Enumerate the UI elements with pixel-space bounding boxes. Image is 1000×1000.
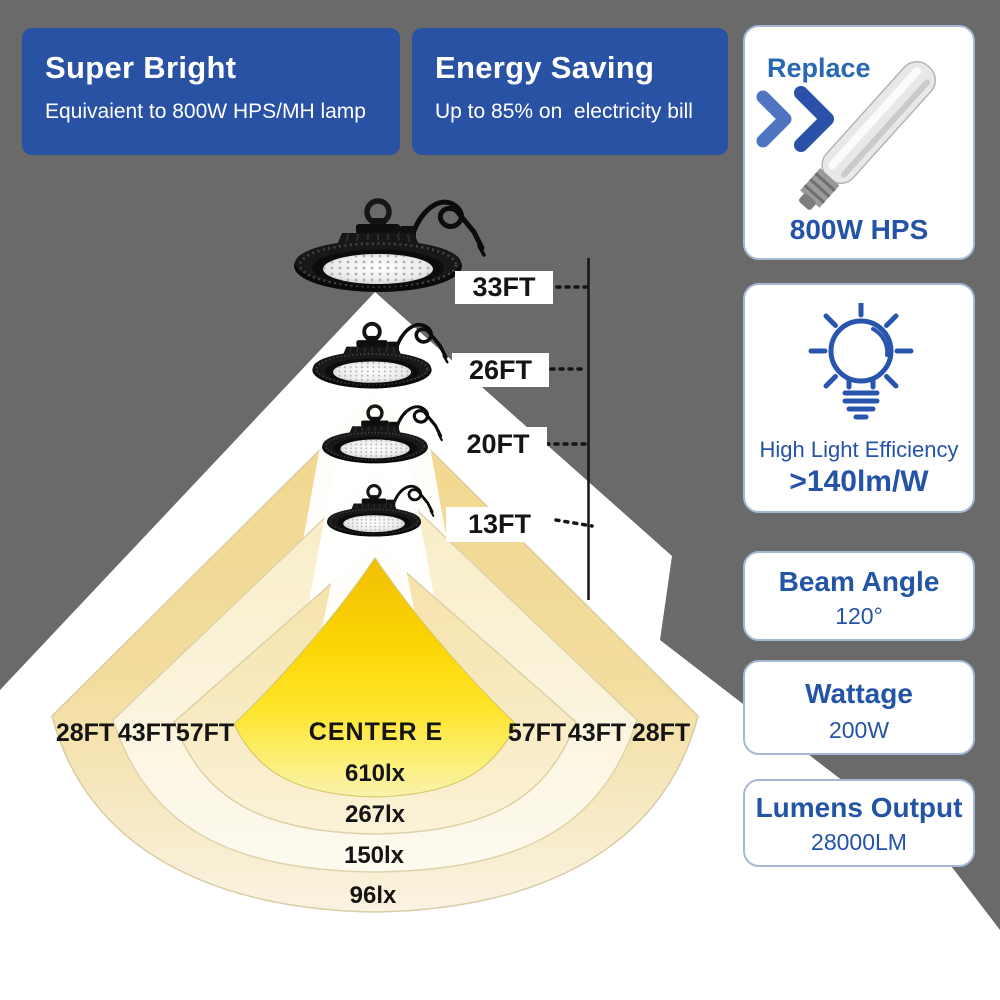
height-label-13ft: 13FT xyxy=(446,507,553,542)
banner-energy-saving: Energy Saving Up to 85% on electricity b… xyxy=(412,28,728,155)
banner-subtitle: Equivaient to 800W HPS/MH lamp xyxy=(45,100,366,123)
double-chevron-icon xyxy=(756,86,834,152)
lux-label-150: 150lx xyxy=(343,842,405,869)
center-label: CENTER E xyxy=(308,718,444,746)
coverage-label-left-28ft: 28FT xyxy=(55,719,115,747)
beam-angle-title: Beam Angle xyxy=(778,566,940,597)
card-wattage: Wattage 200W xyxy=(743,660,975,755)
banner-subtitle: Up to 85% on electricity bill xyxy=(435,100,693,123)
coverage-label-right-57ft: 57FT xyxy=(507,719,567,747)
coverage-label-right-43ft: 43FT xyxy=(567,719,627,747)
efficiency-title: High Light Efficiency xyxy=(759,437,959,462)
lumens-title: Lumens Output xyxy=(755,792,963,823)
efficiency-value: >140lm/W xyxy=(789,465,929,498)
card-lumens-output: Lumens Output 28000LM xyxy=(743,779,975,867)
replaced-product-label: 800W HPS xyxy=(789,214,929,245)
light-bulb-icon xyxy=(808,303,914,420)
coverage-label-right-28ft: 28FT xyxy=(631,719,691,747)
replace-label: Replace xyxy=(767,53,871,83)
lux-label-96: 96lx xyxy=(349,882,397,909)
beam-core-center xyxy=(233,556,517,798)
lux-label-267: 267lx xyxy=(344,801,406,828)
height-label-20ft: 20FT xyxy=(449,427,547,461)
banner-title: Super Bright xyxy=(45,50,237,85)
card-replace: Replace 800W HPS xyxy=(743,25,975,260)
beam-cones xyxy=(51,380,699,913)
wattage-title: Wattage xyxy=(805,678,913,709)
coverage-label-left-43ft: 43FT xyxy=(117,719,177,747)
banner-super-bright: Super Bright Equivaient to 800W HPS/MH l… xyxy=(22,28,400,155)
lux-label-610: 610lx xyxy=(344,760,406,787)
wattage-value: 200W xyxy=(828,717,890,743)
card-high-light-efficiency: High Light Efficiency >140lm/W xyxy=(743,283,975,513)
banner-title: Energy Saving xyxy=(435,50,655,85)
hps-bulb-image xyxy=(799,61,936,210)
card-beam-angle: Beam Angle 120° xyxy=(743,551,975,641)
coverage-label-left-57ft: 57FT xyxy=(175,719,235,747)
height-label-33ft: 33FT xyxy=(455,271,553,304)
replace-card-graphic xyxy=(756,61,936,210)
height-label-26ft: 26FT xyxy=(452,353,549,387)
lumens-value: 28000LM xyxy=(811,829,907,855)
dotted-connector-13ft xyxy=(554,518,594,528)
beam-angle-value: 120° xyxy=(835,603,883,629)
